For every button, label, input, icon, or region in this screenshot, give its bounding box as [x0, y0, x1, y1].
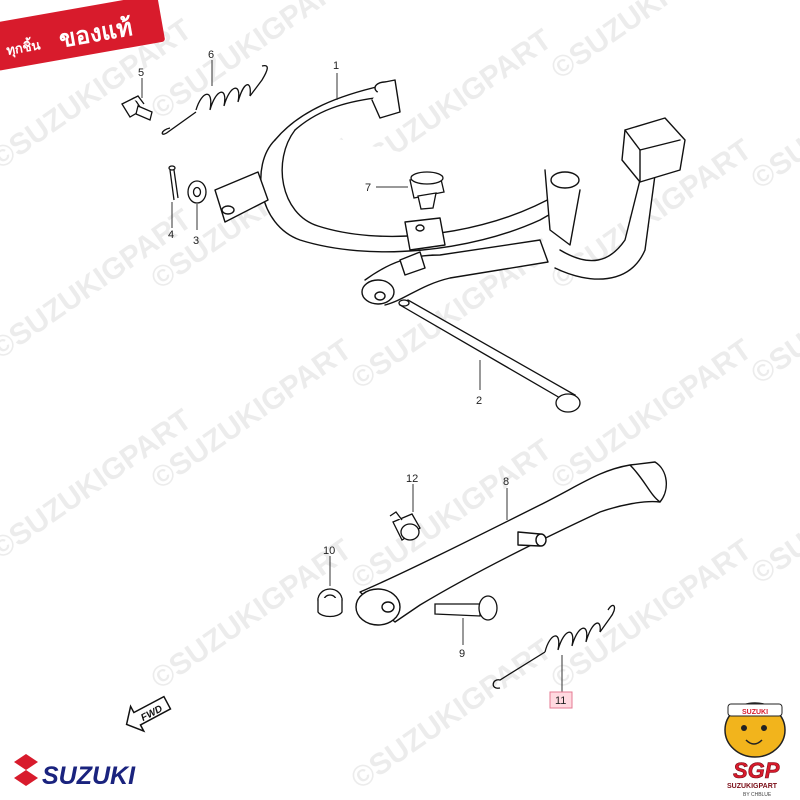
watermark: ©SUZUKIGPART — [745, 228, 800, 391]
cotter-pin-4 — [168, 165, 179, 201]
stopper-12 — [389, 511, 421, 541]
watermark: ©SUZUKIGPART — [345, 633, 558, 796]
callout-2: 2 — [476, 395, 482, 407]
mascot-mouth — [745, 739, 763, 745]
callout-10: 10 — [323, 545, 335, 557]
callout-6: 6 — [208, 49, 214, 61]
watermark: ©SUZUKIGPART — [545, 0, 758, 86]
callout-4: 4 — [168, 229, 174, 241]
mascot-headband-text: SUZUKI — [742, 709, 768, 716]
bushing-10 — [317, 588, 343, 618]
callout-11-highlight — [549, 691, 573, 709]
watermark: ©SUZUKIGPART — [545, 533, 758, 696]
mascot-initials: SGP — [733, 758, 780, 783]
mascot-caption: SUZUKIGPART — [727, 783, 778, 790]
callout-7: 7 — [365, 182, 371, 194]
callout-8: 8 — [503, 476, 509, 488]
leader-lines — [141, 60, 563, 695]
side-stand-8 — [355, 461, 667, 626]
callout-3: 3 — [193, 235, 199, 247]
mascot-headband — [727, 703, 783, 717]
callout-9: 9 — [459, 648, 465, 660]
suzuki-s-mark-icon — [14, 754, 38, 786]
bolt-5 — [121, 95, 153, 121]
fwd-arrow-icon: FWD — [125, 695, 172, 733]
watermark: ©SUZUKIGPART — [745, 33, 800, 196]
watermark: ©SUZUKIGPART — [745, 428, 800, 591]
callout-5: 5 — [138, 67, 144, 79]
mascot-sub: BY CHBLUE — [743, 792, 772, 798]
callouts: 1 2 3 4 5 6 7 8 9 10 11 12 — [138, 49, 573, 709]
suzuki-logo: SUZUKI — [14, 754, 136, 790]
bolt-9 — [434, 595, 498, 621]
mascot-eye-left — [741, 725, 747, 731]
mascot-eye-right — [761, 725, 767, 731]
badge-background — [0, 0, 165, 71]
stopper-rubber-7 — [409, 171, 445, 210]
callout-11: 11 — [555, 695, 566, 707]
callout-1: 1 — [333, 60, 339, 72]
washer-3 — [187, 180, 207, 204]
callout-12: 12 — [406, 473, 418, 485]
pivot-shaft-2 — [398, 299, 581, 413]
spring-11 — [492, 604, 616, 689]
suzuki-wordmark: SUZUKI — [42, 762, 136, 790]
sgp-mascot: SUZUKI SGP SUZUKIGPART BY CHBLUE — [724, 702, 786, 798]
fwd-label: FWD — [139, 704, 164, 724]
spring-6 — [161, 64, 268, 135]
authentic-badge: ทุกชิ้น ของแท้ — [0, 0, 165, 71]
